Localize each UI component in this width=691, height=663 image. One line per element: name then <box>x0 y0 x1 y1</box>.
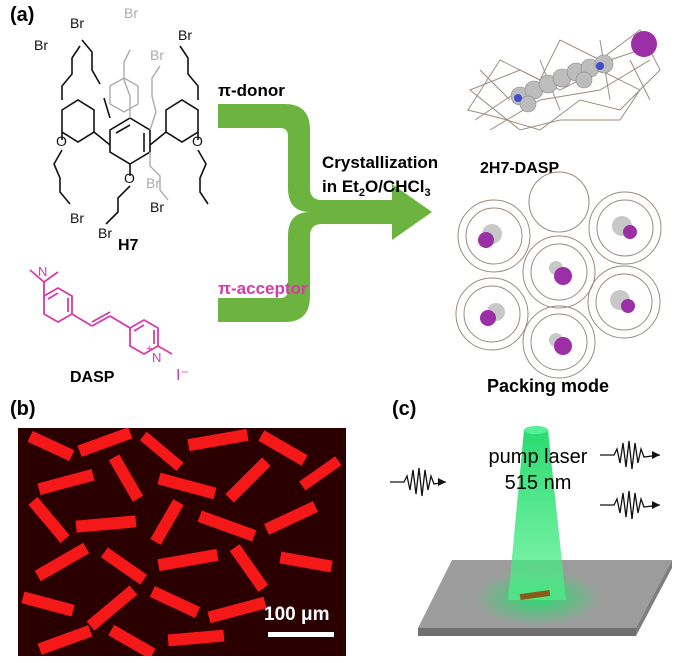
laser-label-line1: pump laser <box>488 446 588 468</box>
micro-rods <box>21 428 342 656</box>
process-label-sub1: 2 <box>359 187 365 199</box>
host-br-label-3: Br <box>178 27 192 43</box>
guest-charge-label: + <box>146 343 152 355</box>
host-br-label-2: Br <box>34 37 48 53</box>
arrow-bottom-label: π-acceptor <box>218 279 308 298</box>
host-o-label-2: O <box>124 170 135 186</box>
host-br-label-back-1: Br <box>124 5 138 21</box>
guest-name-label: DASP <box>70 369 115 386</box>
packing-mode-structure <box>455 171 662 379</box>
laser-label-line2: 515 nm <box>504 472 572 494</box>
host-h7-structure <box>53 39 209 225</box>
scale-bar-label: 100 μm <box>264 604 330 625</box>
host-br-label-1: Br <box>70 15 84 31</box>
guest-dasp-structure <box>29 269 173 356</box>
arrow-top-label: π-donor <box>218 81 285 100</box>
host-h7-back-chains <box>109 49 169 201</box>
guest-counterion-label: I⁻ <box>176 367 189 384</box>
complex-name-label: 2H7-DASP <box>480 160 559 177</box>
scale-bar <box>268 632 334 637</box>
process-label-line1: Crystallization <box>322 153 438 172</box>
complex-crystal-structure <box>467 29 661 131</box>
panel-a-label: (a) <box>10 4 35 26</box>
host-br-label-6: Br <box>150 199 164 215</box>
merge-arrow <box>218 104 432 322</box>
host-o-label-1: O <box>56 133 67 149</box>
panel-c-label: (c) <box>392 398 417 420</box>
host-br-label-back-3: Br <box>146 175 160 191</box>
fluorescence-micrograph: 100 μm <box>18 428 346 656</box>
host-br-label-4: Br <box>70 210 84 226</box>
host-br-label-5: Br <box>98 225 112 241</box>
packing-mode-label: Packing mode <box>487 376 609 396</box>
process-label-sub2: 3 <box>424 187 430 199</box>
host-br-label-back-2: Br <box>150 47 164 63</box>
guest-n-label-amine: N <box>38 264 47 279</box>
process-label-line2: in Et2O/CHCl3 <box>322 177 431 199</box>
process-label-part1: in Et <box>322 177 359 196</box>
guest-n-label-pyridinium: N <box>152 350 161 365</box>
panel-b-label: (b) <box>10 398 36 420</box>
host-o-label-3: O <box>192 133 203 149</box>
process-label-part2: O/CHCl <box>365 177 425 196</box>
host-name-label: H7 <box>118 237 139 254</box>
